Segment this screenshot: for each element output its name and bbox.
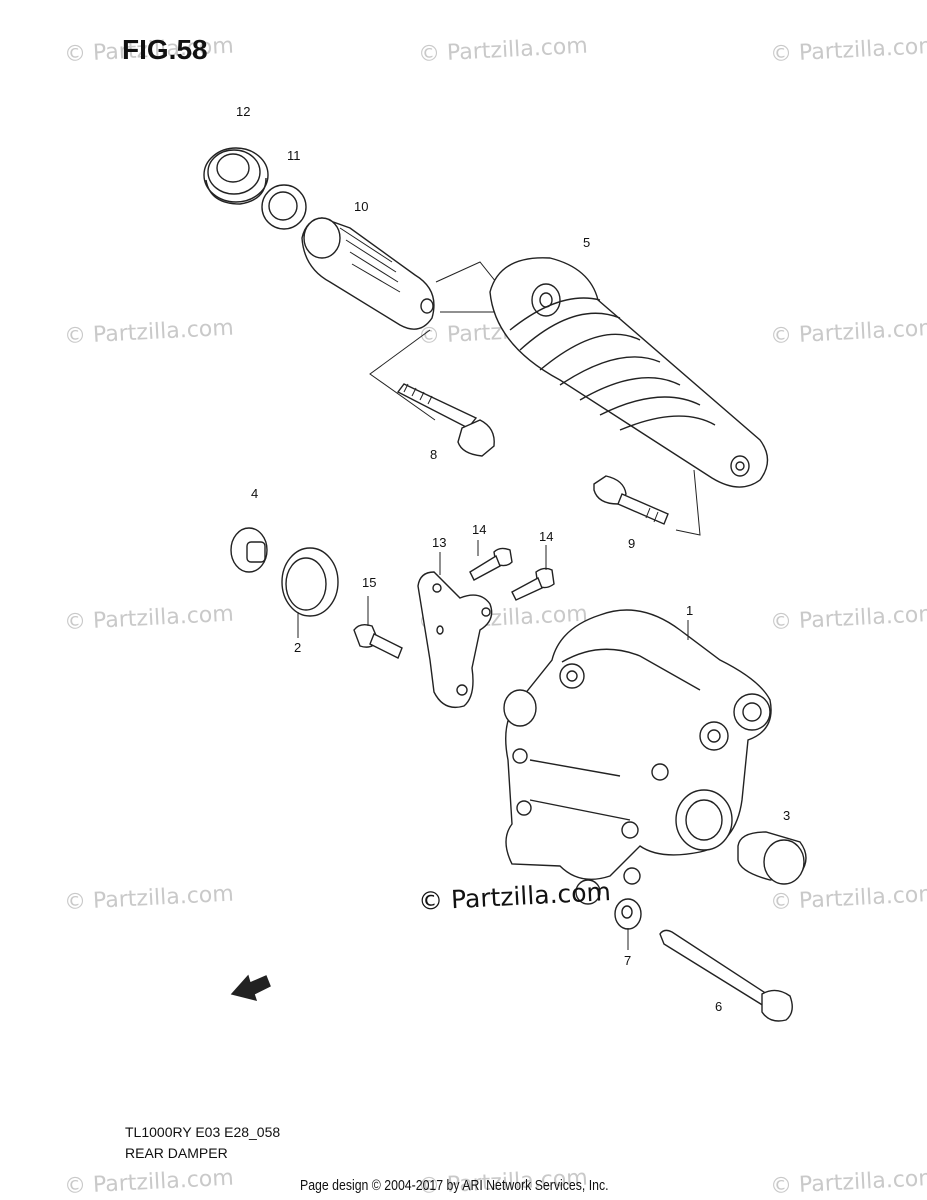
callout-11: 11 [287,148,301,163]
callout-5: 5 [583,235,591,250]
callout-14b: 14 [539,529,554,544]
callout-4: 4 [251,486,259,501]
part-14-bolt-a[interactable] [469,547,513,581]
part-3-cap[interactable] [737,831,807,885]
part-15-bolt[interactable] [353,623,403,659]
callout-3: 3 [783,808,791,823]
part-5-shock-absorber[interactable] [489,257,769,488]
callout-12: 12 [236,104,251,119]
fwd-arrow-icon [230,974,271,1001]
callout-10: 10 [354,199,369,214]
callout-15: 15 [362,575,377,590]
figure-title: FIG.58 [122,34,208,65]
part-7-washer[interactable] [614,898,642,930]
callout-7: 7 [624,953,632,968]
part-8-bolt[interactable] [396,383,495,457]
callout-2: 2 [294,640,302,655]
callout-14a: 14 [472,522,487,537]
part-13-bracket[interactable] [417,571,493,709]
callout-1: 1 [686,603,694,618]
part-4-cap[interactable] [230,527,268,573]
part-6-long-bolt[interactable] [659,929,793,1022]
model-code: TL1000RY E03 E28_058 [125,1124,281,1140]
page-footer: Page design © 2004-2017 by ARI Network S… [300,1177,609,1194]
callout-9: 9 [628,536,636,551]
part-9-bolt[interactable] [593,475,669,525]
callout-8: 8 [430,447,438,462]
part-12-spring-seat[interactable] [203,147,269,205]
diagram-caption: REAR DAMPER [125,1145,228,1161]
part-14-bolt-b[interactable] [511,567,555,601]
part-2-seal[interactable] [281,547,339,617]
callout-6: 6 [715,999,723,1014]
part-1-linkage-housing[interactable] [503,609,772,905]
callout-13: 13 [432,535,447,550]
part-10-upper-mount[interactable] [301,217,435,330]
part-11-ring[interactable] [261,184,307,230]
